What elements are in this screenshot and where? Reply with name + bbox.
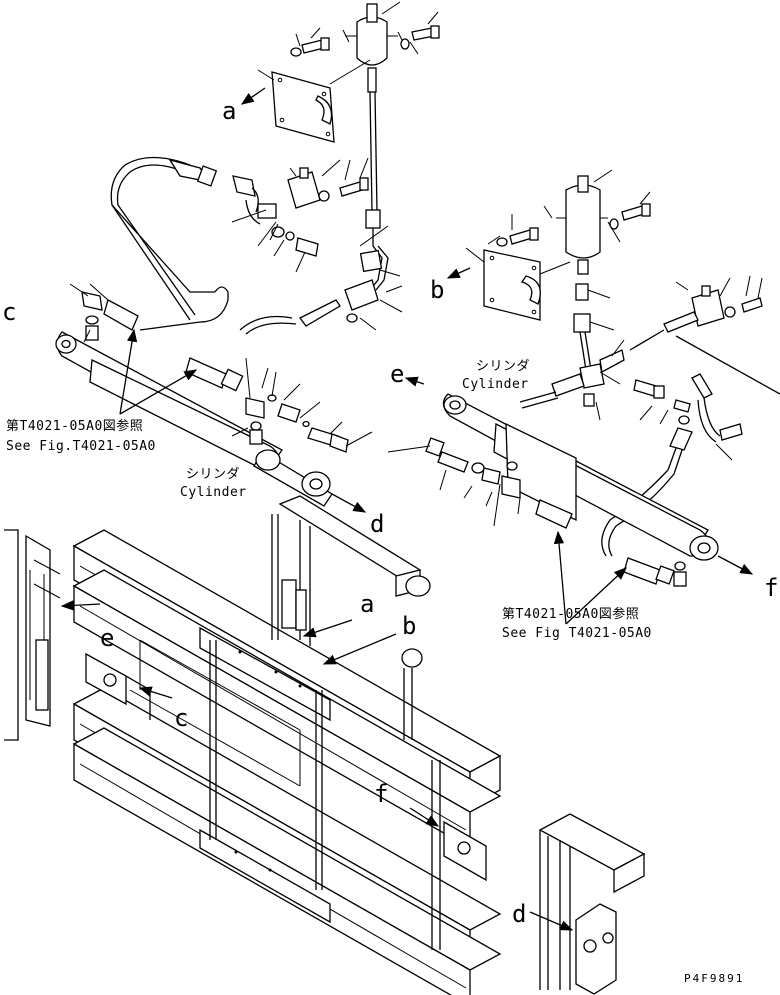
- reference-left-jp: 第T4021-05A0図参照: [6, 418, 143, 434]
- elbow-fitting-left: [231, 175, 277, 247]
- bracket-plate-b: [446, 247, 571, 321]
- label-f-top: f: [764, 574, 778, 602]
- label-e-bottom: e: [100, 624, 114, 652]
- accumulator-right: [543, 169, 621, 275]
- tee-block-right: [629, 275, 780, 395]
- left-hydraulic-assembly: [55, 1, 440, 513]
- fork-carriage: [4, 495, 646, 995]
- cylinder-right-fittings: [387, 437, 521, 527]
- label-a-top: a: [222, 97, 236, 125]
- hose-loop-left: [110, 156, 229, 331]
- cylinder-left-jp: シリンダ: [186, 467, 240, 482]
- drawing-code: P4F9891: [684, 972, 744, 985]
- cylinder-right-jp: シリンダ: [476, 359, 530, 374]
- reference-right-en: See Fig T4021-05A0: [502, 626, 652, 641]
- label-d-bottom: d: [512, 900, 526, 928]
- pipe-accumulator-down: [369, 91, 373, 213]
- cylinder-right: [404, 376, 754, 587]
- label-b-top: b: [430, 276, 444, 304]
- label-c-bottom: c: [174, 704, 188, 732]
- small-fittings-left: [269, 223, 319, 273]
- tee-block-left: [287, 157, 369, 209]
- cylinder-right-en: Cylinder: [462, 377, 529, 392]
- label-d-top: d: [370, 510, 384, 538]
- cylinder-left: [55, 331, 367, 513]
- bolt-group-right: [633, 379, 691, 425]
- label-a-bottom: a: [360, 590, 374, 618]
- label-e-top: e: [390, 360, 404, 388]
- bolt-set-top: [290, 1, 440, 57]
- label-f-bottom: f: [374, 780, 388, 808]
- cylinder-left-fittings: [69, 283, 373, 453]
- bolt-set-right: [487, 191, 651, 247]
- label-b-bottom: b: [402, 612, 416, 640]
- fitting-mid: [365, 209, 381, 229]
- fitting-stack-right: [519, 283, 625, 421]
- reference-left-en: See Fig.T4021-05A0: [6, 439, 156, 454]
- accumulator-left: [342, 3, 405, 93]
- pipe-right-left: [239, 225, 403, 335]
- cylinder-left-en: Cylinder: [180, 485, 247, 500]
- reference-right-jp: 第T4021-05A0図参照: [502, 606, 639, 622]
- elbow-hose-right: [601, 373, 743, 557]
- bracket-plate-a: [240, 59, 371, 143]
- label-c-top: c: [2, 298, 16, 326]
- right-hydraulic-assembly: [387, 169, 780, 625]
